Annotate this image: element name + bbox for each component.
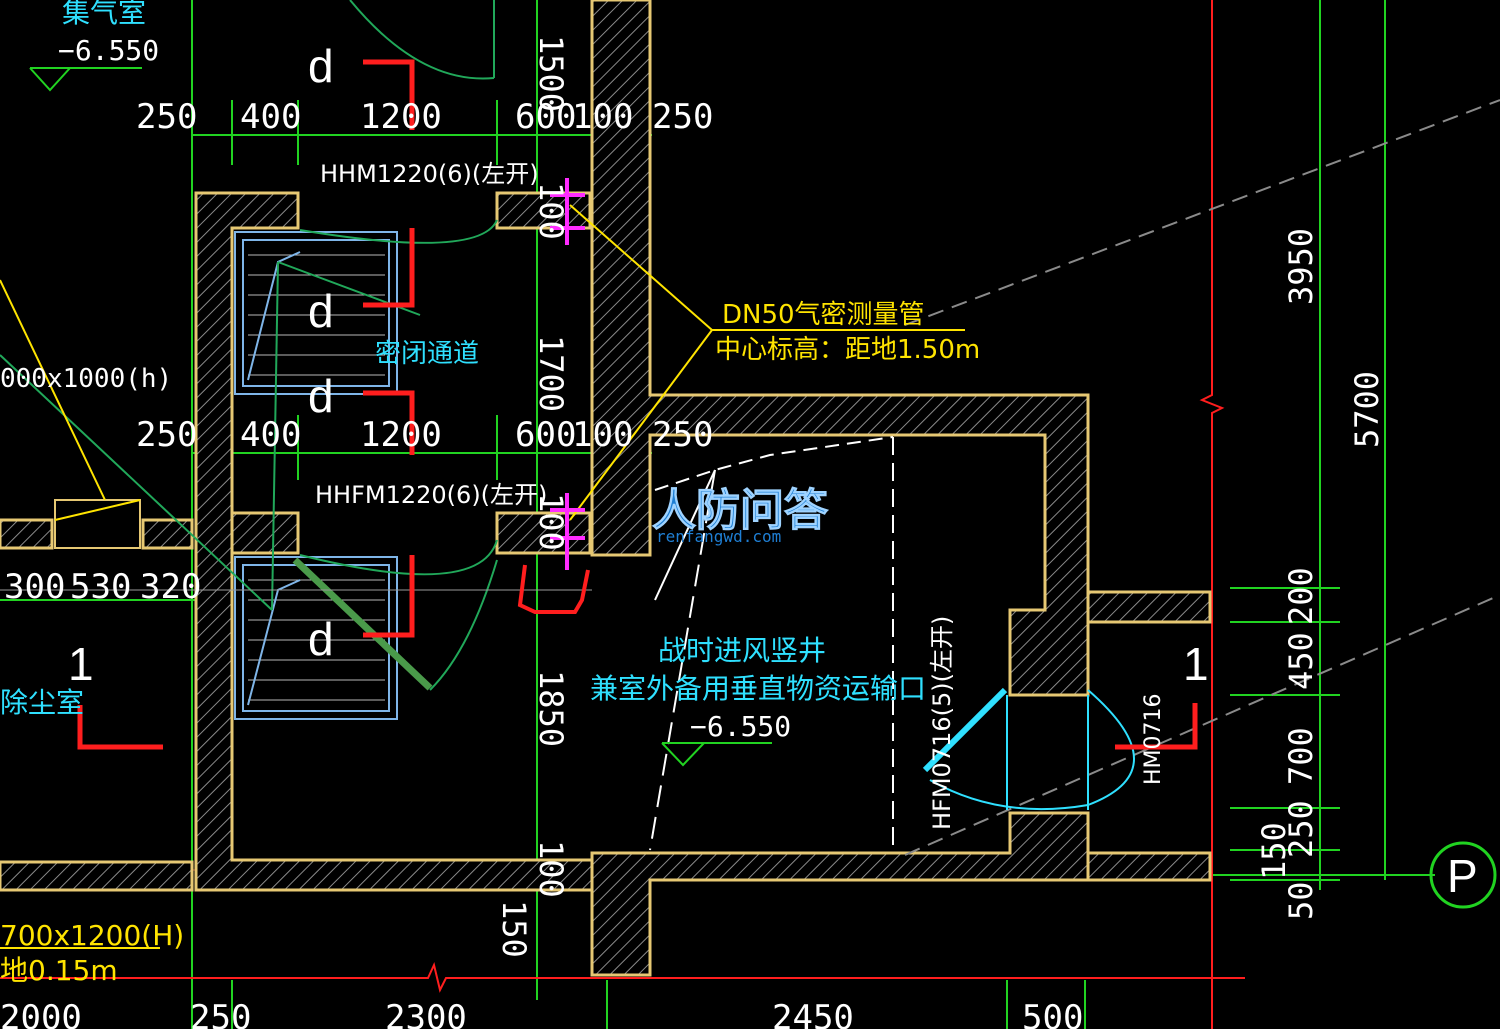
pipe-label-1: DN50气密测量管 bbox=[722, 300, 925, 330]
svg-text:250: 250 bbox=[652, 415, 713, 455]
dims-mid: 250 400 1200 600 100 250 bbox=[136, 415, 713, 455]
svg-text:1200: 1200 bbox=[360, 97, 442, 137]
duct-size-label: 000x1000(h) bbox=[0, 364, 172, 394]
svg-text:200: 200 bbox=[1282, 567, 1320, 625]
svg-text:320: 320 bbox=[140, 567, 201, 607]
svg-text:2000: 2000 bbox=[0, 998, 82, 1029]
door-label-top: HHM1220(6)(左开) bbox=[320, 160, 539, 188]
shaft-label-2: 兼室外备用垂直物资运输口 bbox=[590, 672, 926, 705]
svg-text:600: 600 bbox=[515, 97, 576, 137]
elevation-marks bbox=[29, 67, 772, 767]
duct-bottom-label: 700x1200(H) bbox=[0, 919, 184, 952]
watermark-url: renfangwd.com bbox=[656, 527, 781, 546]
svg-text:100: 100 bbox=[532, 182, 570, 240]
svg-text:150: 150 bbox=[495, 900, 533, 958]
svg-text:150: 150 bbox=[1255, 822, 1293, 880]
svg-text:2300: 2300 bbox=[385, 998, 467, 1029]
blast-door-frames bbox=[234, 231, 398, 720]
dims-left-row: 300 530 320 bbox=[4, 567, 201, 607]
walls bbox=[0, 0, 1212, 977]
door-label-far-right: HM0716 bbox=[1141, 693, 1166, 785]
svg-text:1850: 1850 bbox=[532, 670, 570, 747]
svg-text:5700: 5700 bbox=[1348, 371, 1386, 448]
duct-bottom-label-2: 地0.15m bbox=[0, 954, 118, 987]
airlock-label: 密闭通道 bbox=[375, 339, 479, 369]
svg-text:250: 250 bbox=[190, 998, 251, 1029]
pipe-markers bbox=[550, 178, 585, 570]
svg-text:50: 50 bbox=[1282, 881, 1320, 920]
diagonal-dash-lines bbox=[904, 99, 1500, 856]
pipe-label-2: 中心标高：距地1.50m bbox=[715, 335, 980, 365]
shaft-label-1: 战时进风竖井 bbox=[658, 634, 826, 667]
svg-text:1700: 1700 bbox=[532, 335, 570, 412]
shaft-lines bbox=[649, 436, 894, 851]
svg-text:250: 250 bbox=[1282, 800, 1320, 858]
symbol-d-1: d bbox=[308, 40, 334, 92]
svg-text:700: 700 bbox=[1282, 727, 1320, 785]
svg-text:530: 530 bbox=[70, 567, 131, 607]
svg-text:1500: 1500 bbox=[532, 35, 570, 112]
svg-text:1200: 1200 bbox=[360, 415, 442, 455]
svg-text:250: 250 bbox=[136, 97, 197, 137]
labels: 集气室 −6.550 −6.550 250 400 1200 600 100 2… bbox=[0, 0, 1386, 1029]
elevation-top: −6.550 bbox=[58, 34, 159, 67]
axis-bubble: P bbox=[1429, 841, 1497, 909]
svg-text:250: 250 bbox=[652, 97, 713, 137]
svg-text:450: 450 bbox=[1282, 632, 1320, 690]
section-number-left: 1 bbox=[68, 638, 94, 690]
right-doors bbox=[922, 687, 1135, 811]
dims-top: 250 400 1200 600 100 250 bbox=[136, 97, 713, 137]
symbol-d-2: d bbox=[308, 285, 334, 337]
dimension-grid bbox=[0, 0, 1435, 1029]
elevation-shaft: −6.550 bbox=[690, 710, 791, 743]
svg-text:500: 500 bbox=[1022, 998, 1083, 1029]
dims-bottom: 2000 250 2300 2450 500 bbox=[0, 998, 1083, 1029]
svg-text:400: 400 bbox=[240, 415, 301, 455]
svg-text:400: 400 bbox=[240, 97, 301, 137]
dims-vertical-right: 3950 5700 200 450 700 250 150 50 bbox=[1255, 228, 1386, 920]
dims-vertical-center: 1500 100 1700 100 1850 100 150 bbox=[495, 35, 570, 958]
watermark-text: 人防问答 bbox=[652, 485, 829, 536]
symbol-d-3: d bbox=[308, 370, 334, 422]
section-marks bbox=[77, 59, 1198, 750]
svg-text:100: 100 bbox=[572, 97, 633, 137]
door-label-mid: HHFM1220(6)(左开) bbox=[315, 481, 547, 509]
dust-room-label: 除尘室 bbox=[0, 686, 84, 719]
svg-text:300: 300 bbox=[4, 567, 65, 607]
svg-text:2450: 2450 bbox=[772, 998, 854, 1029]
svg-text:100: 100 bbox=[532, 840, 570, 898]
room-label-gas-chamber: 集气室 bbox=[62, 0, 146, 29]
svg-text:250: 250 bbox=[136, 415, 197, 455]
symbol-d-4: d bbox=[308, 613, 334, 665]
svg-text:100: 100 bbox=[572, 415, 633, 455]
yellow-leaders bbox=[0, 204, 965, 949]
door-label-right: HFM0716(5)(左开) bbox=[928, 616, 956, 830]
door-swings bbox=[0, 0, 498, 691]
section-number-right: 1 bbox=[1183, 638, 1209, 690]
axis-label: P bbox=[1447, 850, 1478, 902]
svg-text:100: 100 bbox=[532, 493, 570, 551]
svg-text:600: 600 bbox=[515, 415, 576, 455]
svg-text:3950: 3950 bbox=[1282, 228, 1320, 305]
